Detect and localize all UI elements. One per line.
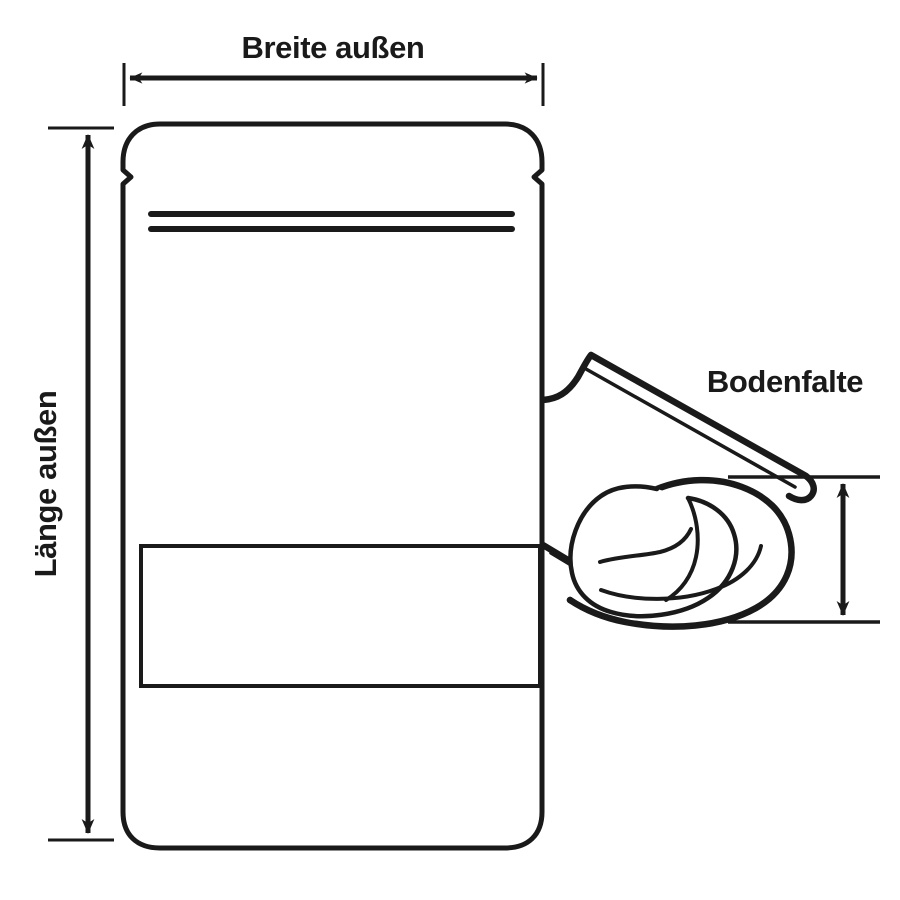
width-label: Breite außen	[242, 30, 425, 65]
width-dimension: Breite außen	[122, 30, 545, 106]
bag-outline	[120, 121, 545, 851]
bag-body-path	[120, 121, 545, 851]
gusset-fold-crease-vertical	[664, 496, 700, 602]
gusset-upper-flap-crease	[584, 367, 797, 489]
gusset-label: Bodenfalte	[707, 364, 863, 399]
length-label: Länge außen	[28, 391, 63, 578]
gusset-fold-crease-inner	[598, 527, 693, 564]
gusset-lower-lip	[599, 544, 763, 601]
zipper-seal	[148, 211, 515, 232]
length-dimension: Länge außen	[28, 126, 114, 842]
gusset-dimension: Bodenfalte	[707, 364, 880, 624]
gusset-upper-flap-outer	[539, 351, 817, 504]
bottom-gusset	[539, 351, 817, 630]
label-panel	[139, 544, 542, 688]
